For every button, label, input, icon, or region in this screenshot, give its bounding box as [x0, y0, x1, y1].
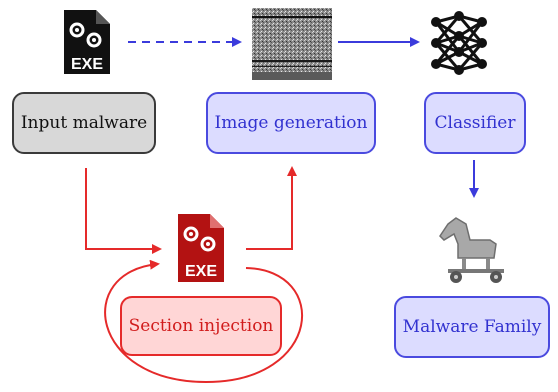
malware-grayscale-image-icon: [252, 8, 332, 80]
neural-network-icon: [431, 11, 487, 75]
section-injection-label: Section injection: [128, 316, 274, 336]
svg-text:EXE: EXE: [71, 56, 103, 73]
exe-file-icon: EXE: [178, 214, 224, 282]
input-malware-label: Input malware: [20, 113, 148, 133]
arrow-input-to-injection: [85, 168, 162, 254]
section-injection-node: Section injection: [120, 296, 282, 356]
classifier-node: Classifier: [424, 92, 526, 154]
classifier-label: Classifier: [434, 113, 516, 133]
malware-family-label: Malware Family: [402, 317, 542, 337]
exe-file-icon: EXE: [64, 10, 110, 74]
arrow-injection-to-image: [246, 166, 297, 250]
malware-family-node: Malware Family: [394, 296, 550, 358]
image-generation-node: Image generation: [206, 92, 376, 154]
arrow-injection-loop: [104, 259, 304, 384]
image-generation-label: Image generation: [214, 113, 368, 133]
input-malware-node: Input malware: [12, 92, 156, 154]
svg-text:EXE: EXE: [185, 263, 217, 280]
trojan-horse-icon: [439, 217, 504, 283]
